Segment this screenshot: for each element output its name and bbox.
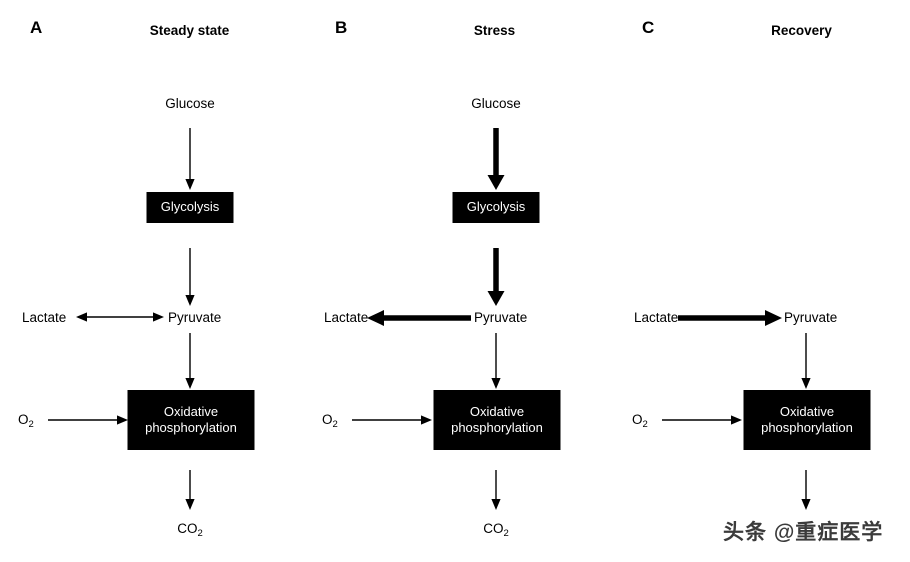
arrow-lactate-to-pyruvate-thick <box>678 308 782 328</box>
node-lactate: Lactate <box>634 310 679 325</box>
box-oxidative-phosphorylation: Oxidative phosphorylation <box>743 390 871 450</box>
node-pyruvate: Pyruvate <box>784 310 838 325</box>
oxphos-line-1: Oxidative <box>779 403 835 419</box>
arrow-glucose-to-glycolysis <box>487 128 505 190</box>
node-lactate: Lactate <box>324 310 369 325</box>
node-lactate: Lactate <box>22 310 67 325</box>
panel-letter-c: C <box>642 18 655 37</box>
node-glucose: Glucose <box>471 96 521 111</box>
node-pyruvate: Pyruvate <box>168 310 222 325</box>
arrow-glycolysis-to-pyruvate <box>487 248 505 306</box>
co2-text: CO <box>177 521 198 536</box>
panel-steady-state: A Steady state Glucose Glycolysis Lactat… <box>0 0 303 562</box>
oxphos-line-2: phosphorylation <box>761 420 853 435</box>
panel-title-a: Steady state <box>149 23 230 38</box>
oxygen-subscript: 2 <box>332 419 338 430</box>
oxygen-text: O <box>632 412 643 427</box>
watermark: 头条 @重症医学 <box>723 521 884 544</box>
panel-title-c: Recovery <box>771 23 832 38</box>
arrow-pyruvate-to-oxphos <box>185 333 195 389</box>
panel-letter-b: B <box>335 18 348 37</box>
node-carbon-dioxide: CO2 <box>177 521 203 539</box>
arrow-pyruvate-to-lactate-thick <box>367 308 471 328</box>
oxphos-line-2: phosphorylation <box>451 420 543 435</box>
oxphos-line-1: Oxidative <box>163 403 219 419</box>
node-pyruvate: Pyruvate <box>474 310 528 325</box>
oxphos-line-2: phosphorylation <box>145 420 237 435</box>
panel-letter-a: A <box>30 18 43 37</box>
arrow-oxphos-to-co2 <box>491 470 501 510</box>
oxygen-text: O <box>18 412 29 427</box>
panel-recovery: C Recovery Lactate Pyruvate O2 <box>612 0 910 562</box>
node-oxygen: O2 <box>18 412 34 430</box>
oxygen-subscript: 2 <box>642 419 648 430</box>
arrow-glycolysis-to-pyruvate <box>185 248 195 306</box>
arrow-pyruvate-to-oxphos <box>491 333 501 389</box>
co2-text: CO <box>483 521 504 536</box>
node-carbon-dioxide: CO2 <box>483 521 509 539</box>
box-oxidative-phosphorylation: Oxidative phosphorylation <box>433 390 561 450</box>
oxphos-line-1: Oxidative <box>469 403 525 419</box>
node-oxygen: O2 <box>322 412 338 430</box>
oxygen-text: O <box>322 412 333 427</box>
panel-title-b: Stress <box>473 23 516 38</box>
arrow-pyruvate-to-oxphos <box>801 333 811 389</box>
arrow-oxphos-to-co2 <box>185 470 195 510</box>
box-oxidative-phosphorylation: Oxidative phosphorylation <box>127 390 255 450</box>
box-glycolysis: Glycolysis <box>146 192 234 223</box>
co2-subscript: 2 <box>503 528 509 539</box>
oxygen-subscript: 2 <box>28 419 34 430</box>
panel-stress: B Stress Glucose Glycolysis Lactate <box>305 0 608 562</box>
arrow-lactate-pyruvate-bidirectional <box>76 310 164 324</box>
arrow-oxygen-to-oxphos <box>662 413 742 427</box>
arrow-oxygen-to-oxphos <box>48 413 128 427</box>
arrow-glucose-to-glycolysis <box>185 128 195 190</box>
arrow-oxphos-to-co2 <box>801 470 811 510</box>
node-glucose: Glucose <box>165 96 215 111</box>
co2-subscript: 2 <box>197 528 203 539</box>
box-glycolysis: Glycolysis <box>452 192 540 223</box>
arrow-oxygen-to-oxphos <box>352 413 432 427</box>
node-oxygen: O2 <box>632 412 648 430</box>
